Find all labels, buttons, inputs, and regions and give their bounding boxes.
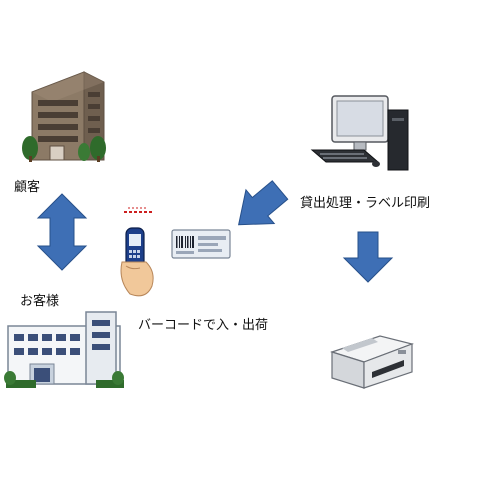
down-arrow-icon	[342, 231, 394, 283]
handheld-barcode-scanner-icon	[120, 207, 154, 297]
desktop-computer-icon	[310, 95, 409, 171]
customer-label: 顧客	[14, 180, 41, 195]
office-building-white-icon	[4, 311, 124, 388]
double-arrow-icon	[36, 193, 88, 271]
barcode-label-icon	[171, 229, 231, 259]
client-label: お客様	[20, 294, 60, 309]
office-building-brown-icon	[22, 71, 106, 162]
barcode-in-out-label: バーコードで入・出荷	[138, 318, 269, 333]
printer-icon	[330, 335, 415, 389]
diagonal-arrow-icon	[238, 180, 289, 226]
laser-beam-icon	[124, 207, 152, 213]
lending-label-printing-label: 貸出処理・ラベル印刷	[300, 196, 431, 211]
